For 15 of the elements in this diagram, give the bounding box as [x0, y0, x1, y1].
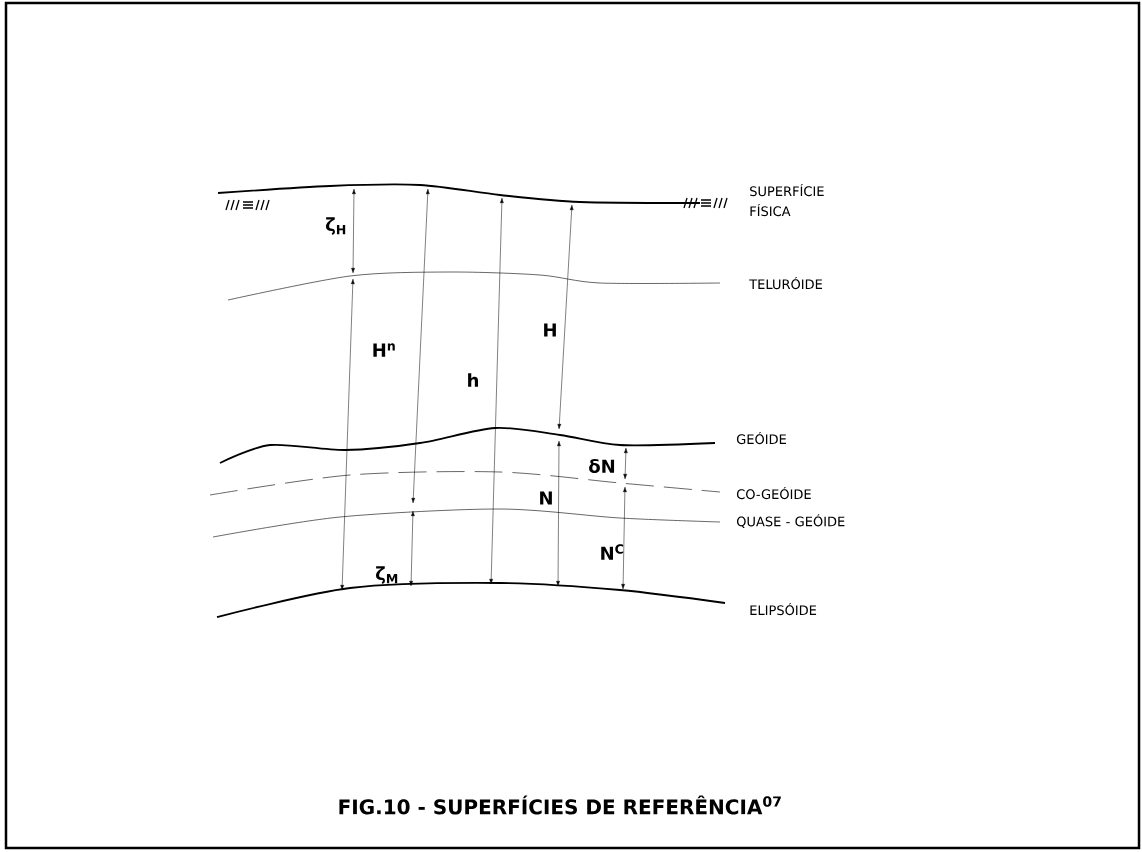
- surface-label: SUPERFÍCIE FÍSICA: [750, 183, 824, 217]
- surface-label: QUASE - GEÓIDE: [736, 514, 845, 528]
- surface-label: GEÓIDE: [736, 431, 786, 445]
- symbol-label: N: [540, 491, 552, 505]
- symbol-label: N$^{C}$: [601, 544, 624, 560]
- surface-label: CO-GEÓIDE: [736, 486, 811, 500]
- symbol-label: ζ$_{M}$: [375, 566, 398, 584]
- symbol-label: H: [544, 323, 556, 337]
- symbol-label: δN: [589, 458, 615, 474]
- caption: FIG.10 - SUPERFÍCIES DE REFERÊNCIA$^{07}$: [339, 795, 781, 815]
- surface-label: TELURÓIDE: [749, 276, 822, 290]
- symbol-label: h: [468, 373, 478, 387]
- symbol-label: ζ$_{H}$: [325, 217, 346, 235]
- surface-label: ELIPSÓIDE: [750, 602, 817, 616]
- symbol-label: H$^{n}$: [373, 343, 395, 357]
